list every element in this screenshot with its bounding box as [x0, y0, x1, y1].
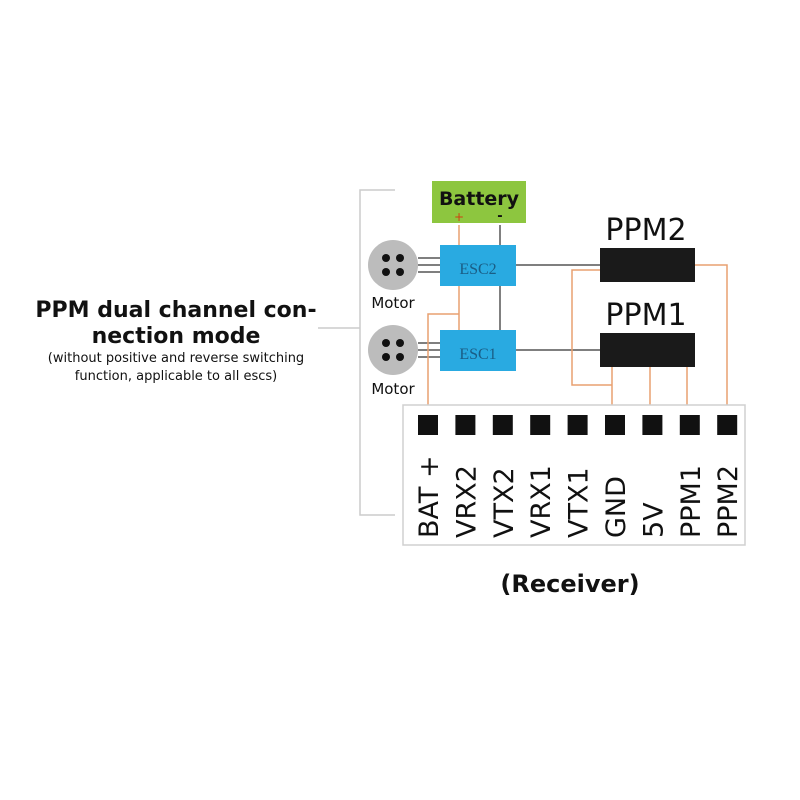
motor-top-label: Motor — [371, 294, 415, 312]
receiver-pin-pad — [679, 415, 700, 435]
receiver-pin-label: VTX2 — [489, 467, 520, 538]
motor-top-pin — [382, 254, 390, 262]
ppm2-label: PPM2 — [605, 213, 686, 248]
esc1: ESC1 — [440, 330, 516, 371]
motor-bottom-pin — [396, 339, 404, 347]
receiver-pin-pad — [642, 415, 663, 435]
wire-ppm2-gnd-loop — [571, 269, 612, 386]
motor-bottom: Motor — [368, 325, 418, 398]
receiver-pin-pad — [418, 415, 438, 435]
receiver-pin-label: VRX2 — [451, 465, 482, 538]
receiver-pin-label: VRX1 — [526, 465, 557, 538]
title-line-2: nection mode — [92, 324, 261, 349]
motor-top-pin — [396, 254, 404, 262]
motor-bottom-pin — [382, 339, 390, 347]
ppm2-connector: PPM2 — [600, 213, 695, 282]
esc1-label: ESC1 — [459, 346, 496, 363]
esc1-block — [440, 330, 516, 371]
motor-top-icon — [368, 240, 418, 290]
orange-wires — [427, 225, 728, 415]
wire-bat-plus-receiver — [427, 313, 459, 415]
receiver-pin-pad — [455, 415, 476, 435]
subtitle-line-1: (without positive and reverse switching — [48, 351, 304, 366]
description-bracket — [318, 189, 395, 516]
receiver-pin-pad — [567, 415, 588, 435]
battery-block — [432, 181, 526, 223]
ppm2-block — [600, 248, 695, 282]
receiver-pin-pad — [492, 415, 513, 435]
receiver-pin-label: BAT + — [414, 455, 445, 538]
battery: Battery + - — [432, 181, 526, 224]
receiver-pin-label: VTX1 — [564, 467, 595, 538]
receiver-pin-pad — [605, 415, 625, 435]
motor-top-pin — [382, 268, 390, 276]
receiver-pin-label: PPM1 — [676, 465, 707, 538]
receiver-pin-label: 5V — [638, 502, 669, 538]
motor-bottom-icon — [368, 325, 418, 375]
motor-top-pin — [396, 268, 404, 276]
battery-minus-label: - — [497, 209, 502, 224]
battery-label: Battery — [439, 188, 520, 210]
battery-plus-label: + — [454, 210, 464, 224]
wire-ppm2-signal — [695, 264, 728, 415]
subtitle-line-2: function, applicable to all escs) — [75, 369, 277, 384]
motor-bottom-label: Motor — [371, 380, 415, 398]
title-line-1: PPM dual channel con- — [35, 298, 316, 323]
esc2: ESC2 — [440, 245, 516, 286]
ppm1-connector: PPM1 — [600, 298, 695, 367]
bracket-line — [359, 189, 395, 516]
ppm1-block — [600, 333, 695, 367]
esc2-block — [440, 245, 516, 286]
ppm1-label: PPM1 — [605, 298, 686, 333]
receiver-pin-pad — [530, 415, 551, 435]
motor-bottom-pin — [382, 353, 390, 361]
receiver-pin-pad — [717, 415, 738, 435]
motor-bottom-pin — [396, 353, 404, 361]
esc2-label: ESC2 — [459, 261, 496, 278]
receiver-pin-label: PPM2 — [713, 465, 744, 538]
receiver-pin-label: GND — [601, 476, 632, 538]
motor-top: Motor — [368, 240, 418, 312]
receiver-caption: (Receiver) — [500, 570, 639, 598]
